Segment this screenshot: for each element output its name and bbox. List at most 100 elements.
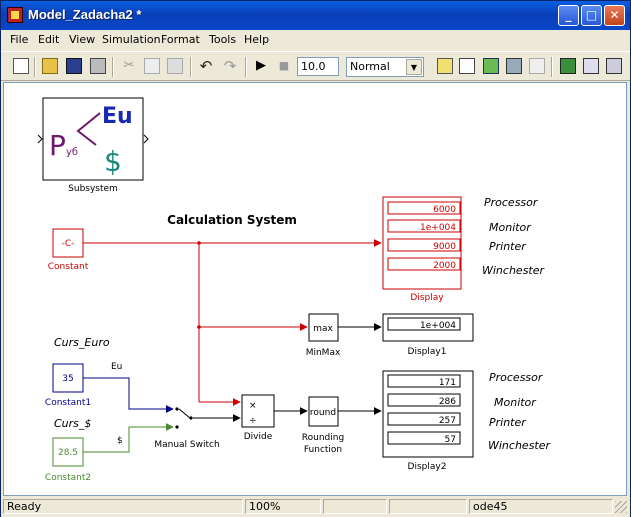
incremental-build-icon[interactable] [459, 58, 475, 74]
copy-icon[interactable] [144, 58, 160, 74]
undo-icon[interactable]: ↶ [199, 57, 213, 75]
annotation-winchester: Winchester [482, 264, 546, 277]
start-simulation-icon[interactable]: ▶ [256, 58, 266, 73]
annotation-monitor: Monitor [489, 221, 532, 234]
constant2-signal-line [83, 423, 174, 453]
minmax-label: MinMax [306, 348, 341, 358]
annotation-processor-2: Processor [489, 371, 544, 384]
minimize-icon[interactable]: _ [558, 5, 579, 26]
toolbar: ✂ ↶ ↷ ▶ ■ 10.0 Normal ▼ [1, 51, 630, 81]
display1-value: 1e+004 [420, 321, 456, 331]
constant-value: -C- [62, 239, 75, 249]
manual-switch-block[interactable] [175, 407, 193, 429]
toolbar-separator [112, 57, 114, 77]
debug-icon[interactable] [529, 58, 545, 74]
constant2-block[interactable] [52, 437, 84, 467]
menu-format[interactable]: Format [161, 33, 200, 46]
title-bar[interactable]: Model_Zadacha2 * _ □ ✕ [1, 1, 630, 30]
menu-help[interactable]: Help [244, 33, 270, 46]
annotation-winchester-2: Winchester [488, 439, 552, 452]
status-cell-empty [389, 499, 467, 514]
library-browser-icon[interactable] [560, 58, 576, 74]
simulation-mode-value: Normal [350, 60, 390, 73]
model-advisor-icon[interactable] [506, 58, 522, 74]
constant-block[interactable] [52, 228, 84, 258]
display1-label: Display1 [408, 347, 447, 357]
cut-icon[interactable]: ✂ [123, 58, 135, 73]
build-icon[interactable] [437, 58, 453, 74]
rounding-function-fn: round [310, 408, 336, 418]
simulation-mode-select[interactable]: Normal ▼ [346, 57, 424, 77]
stop-simulation-icon[interactable]: ■ [278, 59, 290, 72]
annotation-printer: Printer [489, 240, 527, 253]
display-value: 6000 [433, 205, 456, 215]
constant1-value: 35 [62, 374, 73, 384]
menu-tools[interactable]: Tools [209, 33, 237, 46]
constant-signal-lines [83, 239, 382, 406]
stop-time-input[interactable]: 10.0 [297, 57, 339, 76]
redo-icon[interactable]: ↷ [223, 57, 237, 75]
subsystem-label: Subsystem [68, 184, 118, 194]
display2-value: 286 [439, 397, 456, 407]
manual-switch-label: Manual Switch [154, 440, 219, 450]
debugger-icon[interactable] [606, 58, 622, 74]
status-zoom: 100% [245, 499, 321, 514]
chevron-down-icon[interactable]: ▼ [406, 59, 422, 75]
display1-block[interactable]: 1e+004 [382, 313, 474, 342]
divide-block[interactable] [241, 394, 275, 428]
divide-division-sign: ÷ [249, 416, 257, 426]
open-icon[interactable] [42, 58, 58, 74]
toolbar-separator [34, 57, 36, 77]
constant1-label: Constant1 [45, 398, 91, 408]
print-icon[interactable] [90, 58, 106, 74]
constant2-label: Constant2 [45, 473, 91, 483]
menu-edit[interactable]: Edit [38, 33, 60, 46]
subsystem-icon-usd: $ [104, 145, 122, 178]
constant1-signal-line [83, 377, 174, 413]
constant-label: Constant [48, 262, 89, 272]
menu-file[interactable]: File [10, 33, 29, 46]
annotation-curs-usd: Curs_$ [54, 417, 91, 430]
display2-value: 171 [439, 378, 456, 388]
update-diagram-icon[interactable] [483, 58, 499, 74]
annotation-curs-euro: Curs_Euro [54, 336, 110, 349]
subsystem-icon-rus-sub: уб [66, 147, 78, 158]
minmax-block[interactable] [308, 313, 339, 342]
display2-block[interactable]: 171 286 257 57 [382, 370, 474, 458]
toolbar-separator [190, 57, 192, 77]
subsystem-icon-rus: P [49, 129, 66, 162]
annotation-processor: Processor [484, 196, 539, 209]
divide-multiply-sign: × [249, 401, 257, 411]
new-model-icon[interactable] [13, 58, 29, 74]
close-icon[interactable]: ✕ [604, 5, 625, 26]
status-solver: ode45 [469, 499, 613, 514]
model-canvas[interactable]: P уб Eu $ Subsystem Calculation System -… [3, 82, 627, 496]
subsystem-icon-eur: Eu [102, 104, 133, 129]
toolbar-separator [551, 57, 553, 77]
display-label: Display [410, 293, 444, 303]
display-block[interactable]: 6000 1e+004 9000 2000 [382, 196, 462, 290]
divide-label: Divide [244, 432, 273, 442]
display-value: 2000 [433, 261, 456, 271]
maximize-icon[interactable]: □ [581, 5, 602, 26]
constant1-block[interactable] [52, 363, 84, 393]
save-icon[interactable] [66, 58, 82, 74]
display-value: 1e+004 [420, 223, 456, 233]
subsystem-block[interactable]: P уб Eu $ [37, 97, 149, 181]
signal-label-eu: Eu [111, 362, 122, 372]
menu-view[interactable]: View [69, 33, 96, 46]
display-value: 9000 [433, 242, 456, 252]
simulink-app-icon [7, 7, 23, 23]
resize-grip-icon[interactable] [615, 501, 627, 513]
toolbar-separator [245, 57, 247, 77]
status-bar: Ready 100% ode45 [1, 497, 630, 517]
status-text: Ready [3, 499, 243, 514]
model-explorer-icon[interactable] [583, 58, 599, 74]
display2-value: 57 [445, 435, 456, 445]
menu-simulation[interactable]: Simulation [102, 33, 161, 46]
annotation-monitor-2: Monitor [494, 396, 537, 409]
rounding-label-line1: Rounding [302, 433, 344, 443]
rounding-label-line2: Function [304, 445, 342, 455]
paste-icon[interactable] [167, 58, 183, 74]
